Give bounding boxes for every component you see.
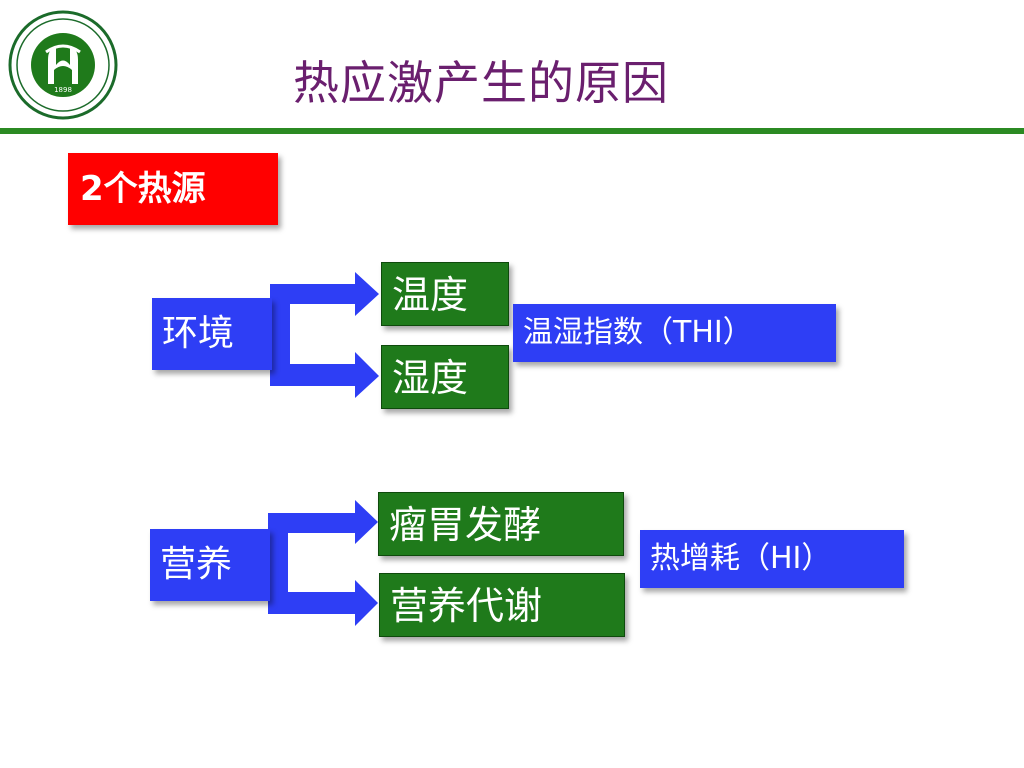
arrow-icon [270,272,379,316]
university-seal-icon: 1898 [8,10,118,120]
arrow-icon [270,352,379,398]
factor-rumen-fermentation: 瘤胃发酵 [378,492,624,556]
factor-nutrient-metabolism: 营养代谢 [379,573,625,637]
svg-text:1898: 1898 [54,86,72,94]
source-environment: 环境 [152,298,272,370]
source-nutrition: 营养 [150,529,270,601]
title-divider [0,128,1024,134]
arrow-icon [268,580,378,626]
slide-title: 热应激产生的原因 [293,56,669,110]
result-hi: 热增耗（HI） [640,530,904,588]
heat-source-tag: 2个热源 [68,153,278,225]
factor-humidity: 湿度 [381,345,509,409]
result-thi: 温湿指数（THI） [513,304,836,362]
arrow-icon [268,500,378,544]
factor-temperature: 温度 [381,262,509,326]
